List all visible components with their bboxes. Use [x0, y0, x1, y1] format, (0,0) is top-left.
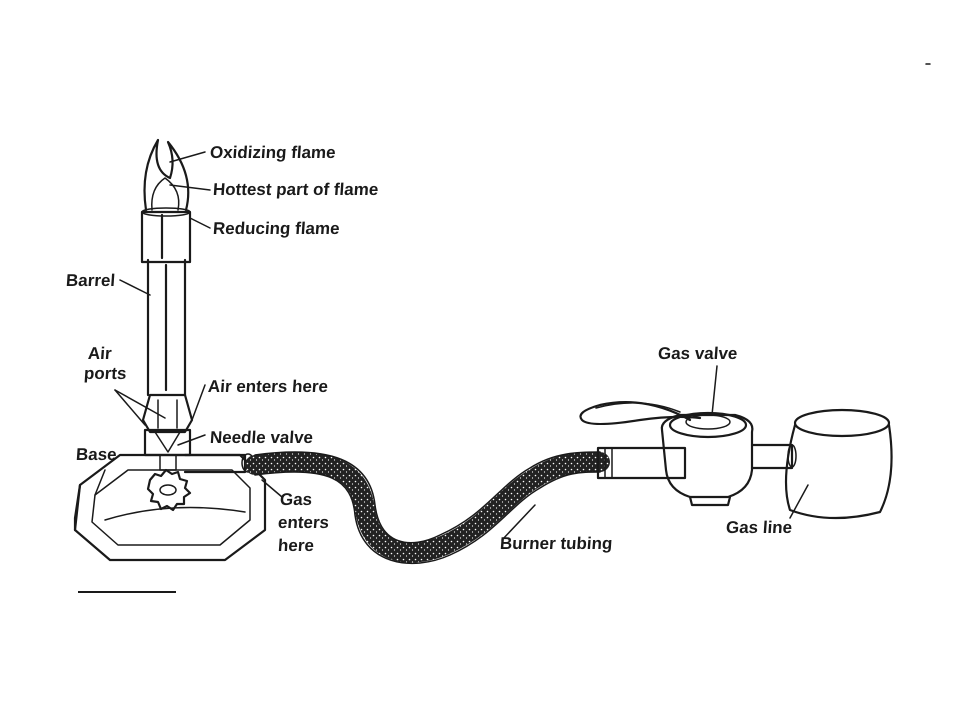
label-barrel: Barrel	[65, 271, 116, 290]
burner-tubing	[245, 451, 610, 565]
label-gas-enters-3: here	[277, 536, 315, 555]
barrel	[140, 207, 192, 397]
label-air-ports-1: Air	[87, 344, 113, 363]
flame	[143, 138, 190, 212]
gas-valve	[579, 365, 754, 507]
label-reducing-flame: Reducing flame	[212, 219, 341, 238]
label-gas-line: Gas line	[725, 518, 793, 537]
label-hottest-part: Hottest part of flame	[212, 180, 379, 199]
valve-nozzle	[596, 446, 687, 480]
label-oxidizing-flame: Oxidizing flame	[209, 143, 337, 162]
label-air-ports-2: ports	[83, 364, 128, 383]
label-burner-tubing: Burner tubing	[499, 534, 614, 553]
label-air-enters: Air enters here	[207, 377, 329, 396]
label-gas-enters-1: Gas	[279, 490, 313, 509]
label-gas-enters-2: enters	[277, 513, 330, 532]
label-gas-valve: Gas valve	[657, 344, 739, 363]
leader-lines-burner	[94, 151, 283, 498]
needle-valve-gear	[146, 468, 192, 512]
label-needle-valve: Needle valve	[209, 428, 314, 447]
gas-line-fixture	[784, 408, 893, 520]
label-base: Base	[75, 445, 118, 464]
air-ports-collar	[141, 393, 194, 471]
